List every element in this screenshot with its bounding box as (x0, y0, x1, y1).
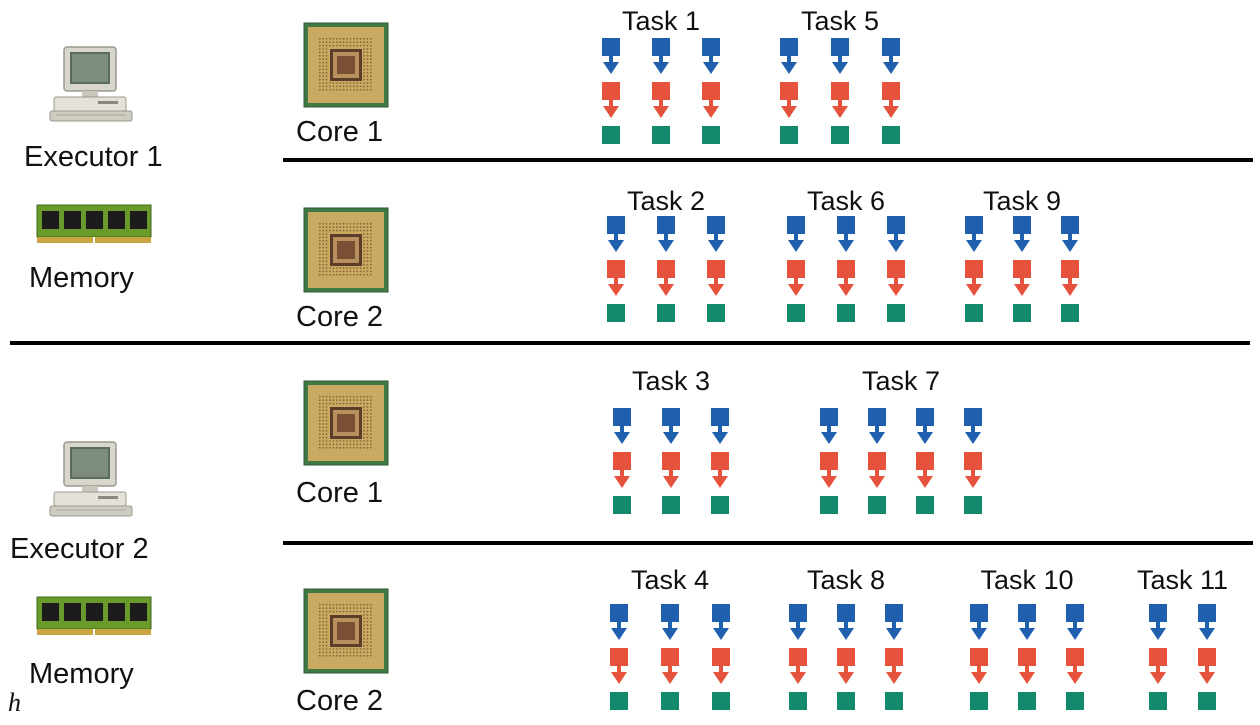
memory-icon (36, 595, 152, 637)
task-stage-chain (885, 216, 907, 330)
core-label: Core 2 (296, 685, 384, 717)
task-stage-chain (1011, 216, 1033, 330)
computer-icon (48, 440, 138, 520)
task-title: Task 9 (982, 186, 1062, 216)
task-stage-chain (1059, 216, 1081, 330)
divider-executors (10, 341, 1250, 345)
task-stage-chain (818, 408, 840, 522)
task-title: Task 6 (806, 186, 886, 216)
memory-2-label: Memory (29, 658, 134, 690)
task-stage-chain (655, 216, 677, 330)
core-label: Core 1 (296, 477, 384, 509)
task-title: Task 5 (800, 6, 880, 36)
task-stage-chain (835, 216, 857, 330)
task-stage-chain (700, 38, 722, 152)
task-stage-chain (1016, 604, 1038, 718)
task-stage-chain (962, 408, 984, 522)
task-stage-chain (659, 604, 681, 718)
task-stage-chain (608, 604, 630, 718)
task-stage-chain (835, 604, 857, 718)
core-label: Core 1 (296, 116, 384, 148)
cpu-chip-icon (303, 207, 389, 293)
task-stage-chain (829, 38, 851, 152)
task-stage-chain (968, 604, 990, 718)
task-title: Task 1 (621, 6, 701, 36)
task-title: Task 11 (1136, 565, 1229, 595)
task-stage-chain (650, 38, 672, 152)
task-stage-chain (883, 604, 905, 718)
task-stage-chain (787, 604, 809, 718)
task-stage-chain (880, 38, 902, 152)
task-title: Task 3 (631, 366, 711, 396)
task-stage-chain (963, 216, 985, 330)
task-title: Task 8 (806, 565, 886, 595)
cpu-chip-icon (303, 588, 389, 674)
memory-icon (36, 203, 152, 245)
core-label: Core 2 (296, 301, 384, 333)
task-stage-chain (660, 408, 682, 522)
task-stage-chain (1147, 604, 1169, 718)
cpu-chip-icon (303, 22, 389, 108)
task-stage-chain (709, 408, 731, 522)
task-stage-chain (778, 38, 800, 152)
executor-2-label: Executor 2 (10, 533, 149, 565)
task-title: Task 7 (861, 366, 941, 396)
task-stage-chain (914, 408, 936, 522)
task-stage-chain (866, 408, 888, 522)
task-stage-chain (710, 604, 732, 718)
task-stage-chain (705, 216, 727, 330)
cpu-chip-icon (303, 380, 389, 466)
task-stage-chain (611, 408, 633, 522)
task-stage-chain (785, 216, 807, 330)
computer-icon (48, 45, 138, 125)
task-title: Task 4 (630, 565, 710, 595)
task-stage-chain (1064, 604, 1086, 718)
executor-1-label: Executor 1 (24, 141, 163, 173)
divider-core1-core2-executor2 (283, 541, 1253, 545)
task-stage-chain (600, 38, 622, 152)
task-stage-chain (1196, 604, 1218, 718)
memory-1-label: Memory (29, 262, 134, 294)
task-stage-chain (605, 216, 627, 330)
divider-core1-core2-executor1 (283, 158, 1253, 162)
task-title: Task 2 (626, 186, 706, 216)
task-title: Task 10 (980, 565, 1074, 595)
corner-mark: h (8, 688, 21, 717)
